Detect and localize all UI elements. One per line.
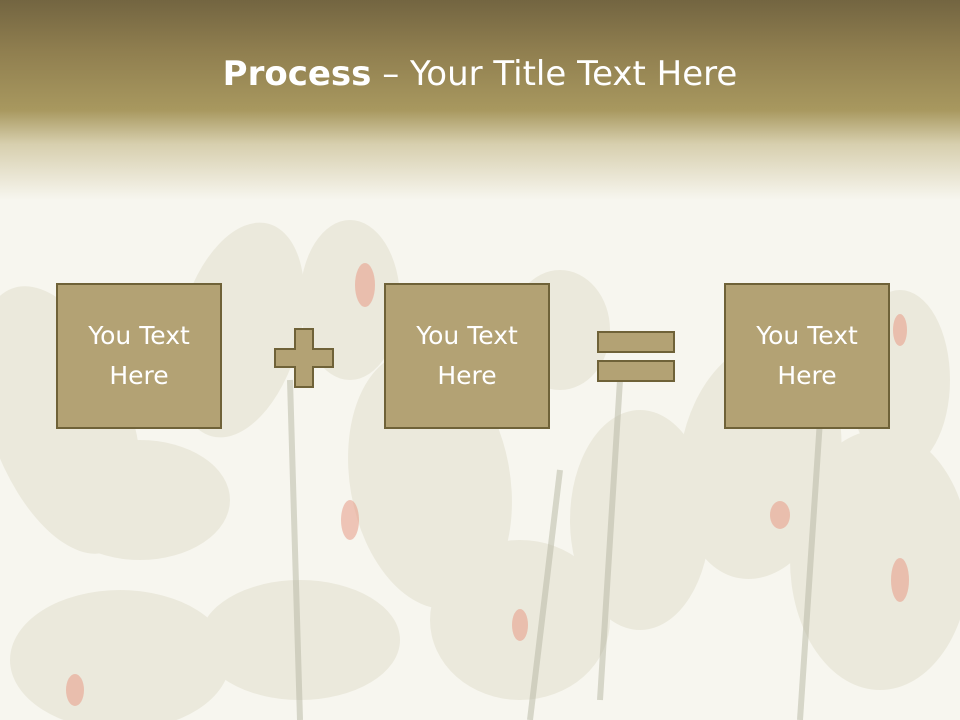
- process-box-1[interactable]: You Text Here: [56, 283, 222, 429]
- plus-icon: [274, 328, 334, 388]
- box-1-line-1: You Text: [88, 321, 190, 350]
- process-box-2[interactable]: You Text Here: [384, 283, 550, 429]
- equals-icon: [597, 331, 675, 382]
- header-band: [0, 0, 960, 200]
- title-separator: –: [371, 54, 411, 94]
- box-2-line-2: Here: [437, 361, 497, 390]
- box-2-line-1: You Text: [416, 321, 518, 350]
- box-1-line-2: Here: [109, 361, 169, 390]
- box-3-line-2: Here: [777, 361, 837, 390]
- box-3-line-1: You Text: [756, 321, 858, 350]
- title-bold: Process: [222, 54, 372, 94]
- slide-title: Process – Your Title Text Here: [0, 52, 960, 96]
- process-box-3[interactable]: You Text Here: [724, 283, 890, 429]
- title-rest: Your Title Text Here: [410, 54, 738, 94]
